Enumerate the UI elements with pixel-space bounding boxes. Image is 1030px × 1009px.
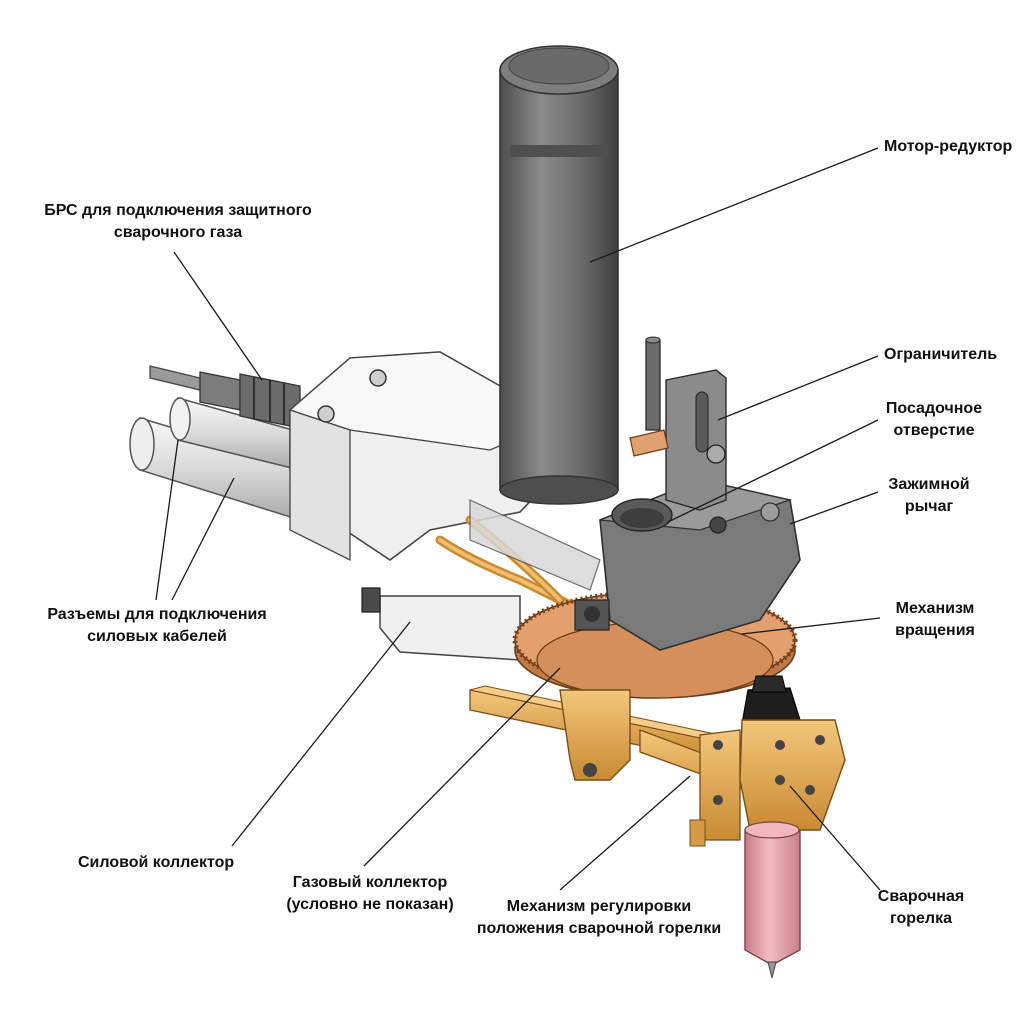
label-rotation-line-2: вращения	[895, 622, 975, 639]
label-torch-line-1: Сварочная	[877, 888, 965, 905]
leader-clamp-lever	[789, 491, 879, 525]
label-gas-collector: Газовый коллектор (условно не показан)	[272, 872, 468, 916]
label-seat-hole-line-2: отверстие	[893, 422, 975, 439]
leader-torch	[789, 785, 881, 891]
main-housing	[288, 351, 562, 661]
label-motor-reducer-line-1: Мотор-редуктор	[884, 138, 1013, 155]
label-clamp-lever-line-1: Зажимной	[888, 476, 970, 493]
label-torch-adjust-line-2: положения сварочной горелки	[476, 920, 722, 937]
leader-power-collector	[231, 621, 411, 847]
label-power-connectors-line-1: Разъемы для подключения	[47, 606, 267, 623]
label-brs-line-1: БРС для подключения защитного	[44, 202, 312, 219]
label-seat-hole-line-1: Посадочное	[885, 400, 983, 417]
leader-power-connectors-1	[155, 439, 179, 601]
label-torch-adjust: Механизм регулировки положения сварочной…	[468, 896, 730, 940]
label-seat-hole: Посадочное отверстие	[872, 398, 996, 442]
leader-brs	[173, 251, 263, 381]
gas-tubes	[435, 499, 605, 625]
label-rotation-mechanism: Механизм вращения	[880, 598, 990, 642]
label-power-collector-line-1: Силовой коллектор	[78, 854, 235, 871]
leader-motor	[589, 147, 879, 263]
leader-power-connectors-2	[171, 477, 235, 601]
leader-torch-adjust	[559, 775, 691, 891]
label-welding-torch: Сварочная горелка	[866, 886, 976, 930]
torch-adjust-mechanism	[469, 685, 801, 847]
label-rotation-line-1: Механизм	[895, 600, 975, 617]
label-limiter-line-1: Ограничитель	[884, 346, 998, 363]
label-torch-adjust-line-1: Механизм регулировки	[506, 898, 692, 915]
motor-reducer	[499, 45, 619, 505]
label-limiter: Ограничитель	[884, 344, 997, 366]
label-clamp-lever: Зажимной рычаг	[872, 474, 986, 518]
label-torch-line-2: горелка	[890, 910, 952, 927]
gas-quick-connector	[149, 365, 301, 429]
power-cable-connectors	[129, 397, 301, 522]
leader-lines	[155, 147, 881, 891]
leader-seat-hole	[667, 419, 879, 523]
label-gas-collector-line-2: (условно не показан)	[286, 896, 454, 913]
welding-torch	[739, 675, 846, 979]
leader-gas-collector	[363, 667, 561, 867]
leader-limiter	[717, 355, 879, 421]
label-motor-reducer: Мотор-редуктор	[884, 136, 1012, 158]
limiter	[629, 336, 727, 511]
label-gas-collector-line-1: Газовый коллектор	[292, 874, 448, 891]
label-power-connectors-line-2: силовых кабелей	[87, 628, 227, 645]
label-power-collector: Силовой коллектор	[78, 852, 234, 874]
label-brs-line-2: сварочного газа	[113, 224, 243, 241]
label-gas-quick-connector: БРС для подключения защитного сварочного…	[38, 200, 318, 244]
label-clamp-lever-line-2: рычаг	[904, 498, 954, 515]
label-power-connectors: Разъемы для подключения силовых кабелей	[34, 604, 280, 648]
leader-rotation	[741, 617, 881, 635]
